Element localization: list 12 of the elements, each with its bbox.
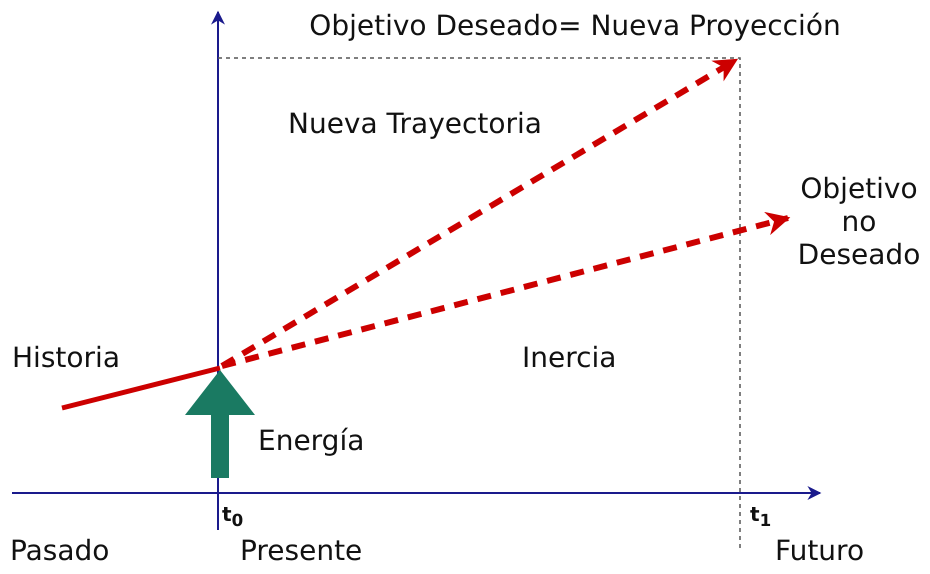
axis-tick-label: t$_{0}$ (222, 503, 244, 530)
text-label: Inercia (522, 342, 616, 374)
node-label: Objetivo no Deseado (796, 172, 922, 271)
text-label: Nueva Trayectoria (288, 108, 542, 140)
text-label: Presente (240, 535, 362, 568)
axis-tick-label: t$_{1}$ (750, 503, 772, 530)
text-label: Energía (258, 425, 364, 458)
text-label: Futuro (775, 535, 864, 568)
text-label: Pasado (10, 535, 110, 568)
arrow (221, 212, 790, 369)
text-label: Historia (12, 342, 120, 374)
node-label: Objetivo Deseado= Nueva Proyección (308, 10, 842, 42)
